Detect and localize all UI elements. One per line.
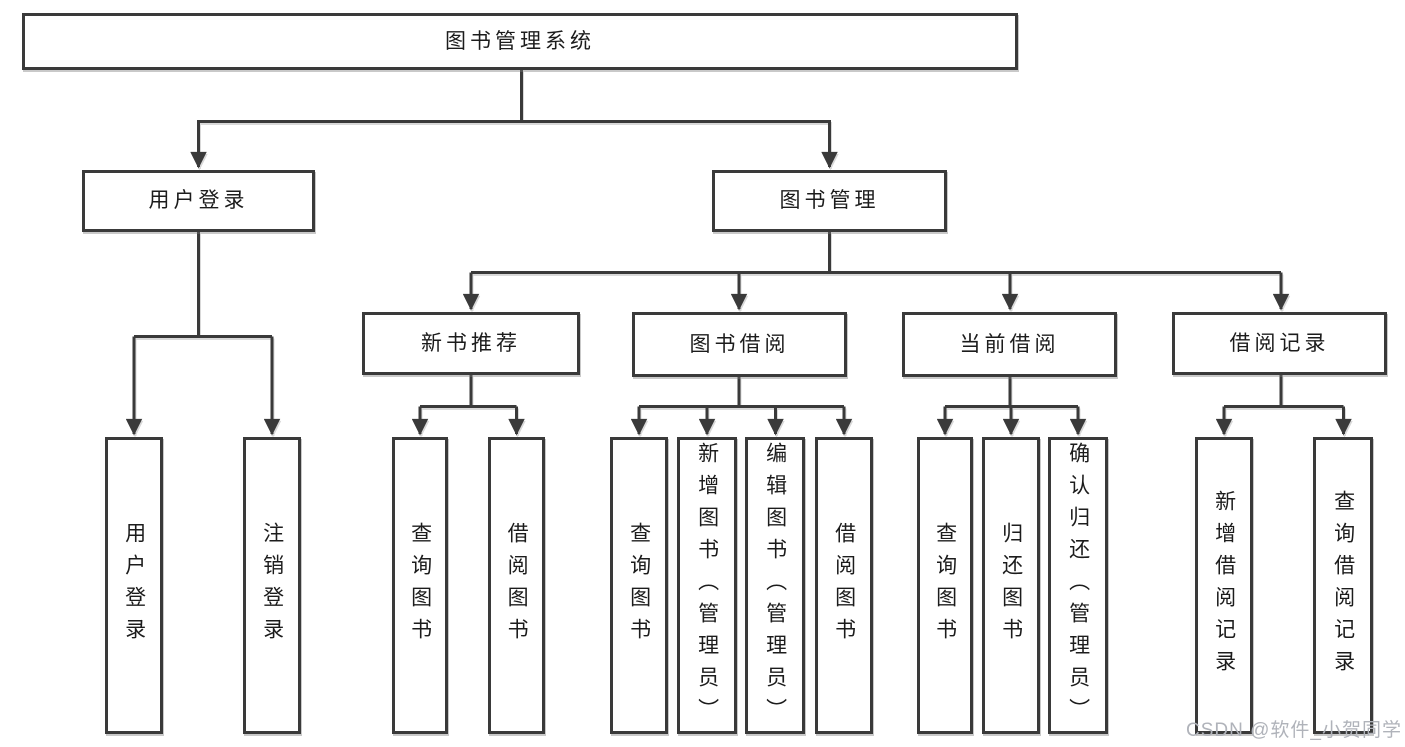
connector-root-to-level1 — [190, 70, 838, 169]
connector-borrow-children — [630, 377, 853, 436]
connector-user-login-children — [125, 232, 281, 436]
node-borrow-records: 借阅记录 — [1172, 312, 1387, 375]
connector-recommend-children — [411, 375, 525, 436]
node-edit-book-admin: 编辑图书（管理员） — [745, 437, 805, 734]
node-current-query-books: 查询图书 — [917, 437, 973, 734]
connector-current-children — [936, 377, 1087, 436]
node-recommend-borrow-books: 借阅图书 — [488, 437, 545, 734]
connector-records-children — [1215, 375, 1352, 436]
node-query-borrow-record: 查询借阅记录 — [1313, 437, 1373, 734]
node-recommend-query-books: 查询图书 — [392, 437, 448, 734]
node-user-login: 用户登录 — [82, 170, 315, 232]
node-leaf-user-login: 用户登录 — [105, 437, 163, 734]
node-book-management: 图书管理 — [712, 170, 947, 232]
node-add-book-admin: 新增图书（管理员） — [677, 437, 737, 734]
node-return-book: 归还图书 — [982, 437, 1040, 734]
node-current-borrow: 当前借阅 — [902, 312, 1117, 377]
node-leaf-logout: 注销登录 — [243, 437, 301, 734]
node-borrow-borrow-books: 借阅图书 — [815, 437, 873, 734]
node-confirm-return-admin: 确认归还（管理员） — [1048, 437, 1108, 734]
watermark: CSDN @软件_小贺同学 — [1186, 720, 1402, 741]
node-root: 图书管理系统 — [22, 13, 1018, 70]
node-new-book-recommend: 新书推荐 — [362, 312, 580, 375]
connector-book-management-children — [462, 232, 1290, 311]
node-add-borrow-record: 新增借阅记录 — [1195, 437, 1253, 734]
node-book-borrow: 图书借阅 — [632, 312, 847, 377]
node-borrow-query-books: 查询图书 — [610, 437, 668, 734]
